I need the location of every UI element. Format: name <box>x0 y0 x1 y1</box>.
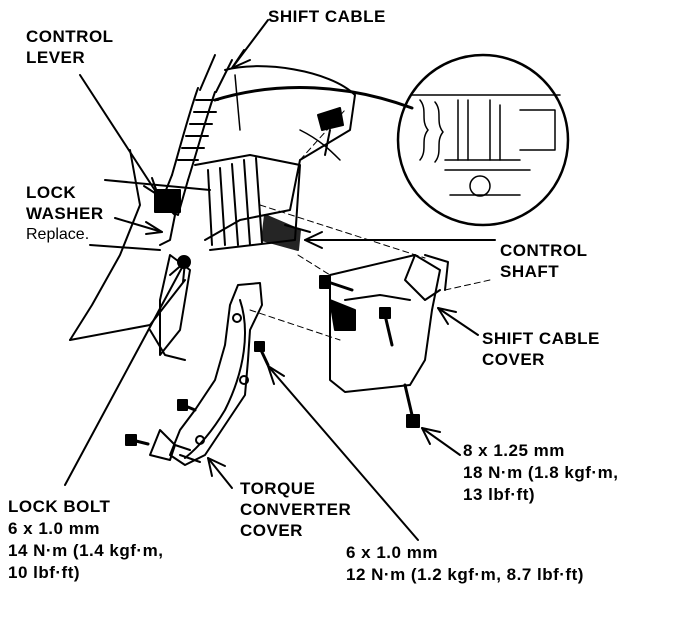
control-shaft-line-1: CONTROL <box>500 241 588 260</box>
control-lever-line-1: CONTROL <box>26 27 114 46</box>
magnified-detail <box>396 53 570 227</box>
label-shift-cable: SHIFT CABLE <box>268 6 386 27</box>
shift-cable-text: SHIFT CABLE <box>268 7 386 26</box>
cover-bolt-size: 8 x 1.25 mm <box>463 441 565 460</box>
spec-converter-bolt: 6 x 1.0 mm 12 N·m (1.2 kgf·m, 8.7 lbf·ft… <box>346 542 584 586</box>
lock-bolt-title: LOCK BOLT <box>8 497 111 516</box>
lock-washer-line-1: LOCK <box>26 183 77 202</box>
mount-bracket <box>149 254 191 361</box>
control-lever-line-2: LEVER <box>26 48 86 67</box>
label-lock-washer: LOCK WASHER Replace. <box>26 182 104 245</box>
shift-cable <box>154 54 414 216</box>
leader-lines <box>64 19 496 541</box>
torque-converter-line-3: COVER <box>240 521 303 540</box>
control-shaft-line-2: SHAFT <box>500 262 560 281</box>
label-control-shaft: CONTROL SHAFT <box>500 240 588 282</box>
torque-converter-cover-shape <box>125 282 270 466</box>
cable-clip <box>317 107 344 156</box>
spec-lock-bolt: LOCK BOLT 6 x 1.0 mm 14 N·m (1.4 kgf·m, … <box>8 496 163 584</box>
torque-converter-line-1: TORQUE <box>240 479 316 498</box>
converter-bolt-torque: 12 N·m (1.2 kgf·m, 8.7 lbf·ft) <box>346 565 584 584</box>
shift-cable-cover-line-2: COVER <box>482 350 545 369</box>
converter-bolt-size: 6 x 1.0 mm <box>346 543 438 562</box>
cover-bolt-torque-lbf: 13 lbf·ft) <box>463 485 536 504</box>
label-torque-converter-cover: TORQUE CONVERTER COVER <box>240 478 351 541</box>
spec-cover-bolt: 8 x 1.25 mm 18 N·m (1.8 kgf·m, 13 lbf·ft… <box>463 440 618 506</box>
cover-bolt-torque: 18 N·m (1.8 kgf·m, <box>463 463 619 482</box>
transmission-housing <box>69 65 356 341</box>
shift-cable-cover-line-1: SHIFT CABLE <box>482 329 600 348</box>
shift-cable-cover-shape <box>319 254 449 428</box>
control-lever <box>159 154 311 269</box>
lock-washer-note: Replace. <box>26 226 90 243</box>
lock-washer-line-2: WASHER <box>26 204 104 223</box>
lock-bolt-torque: 14 N·m (1.4 kgf·m, <box>8 541 164 560</box>
label-shift-cable-cover: SHIFT CABLE COVER <box>482 328 600 370</box>
lock-bolt-size: 6 x 1.0 mm <box>8 519 100 538</box>
label-control-lever: CONTROL LEVER <box>26 26 114 68</box>
lock-bolt-torque-lbf: 10 lbf·ft) <box>8 563 81 582</box>
torque-converter-line-2: CONVERTER <box>240 500 352 519</box>
